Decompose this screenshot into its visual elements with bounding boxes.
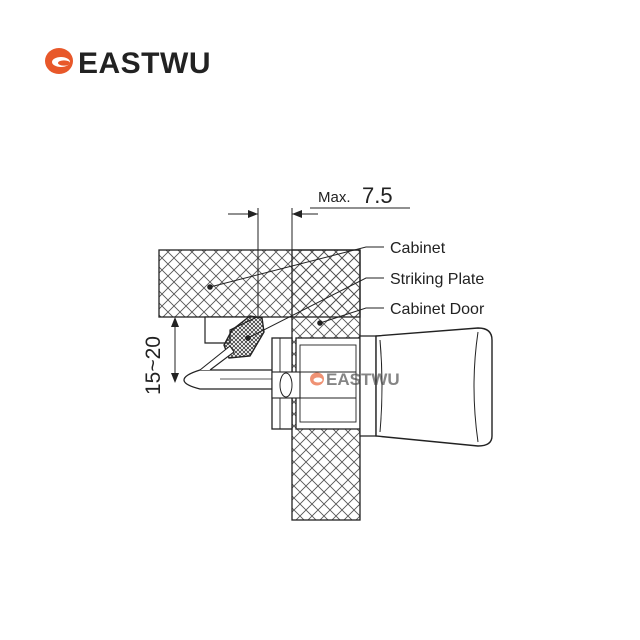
brand-name: EASTWU (78, 47, 211, 80)
cabinet-door-label: Cabinet Door (390, 301, 485, 318)
range-value: 15~20 (142, 336, 165, 395)
watermark: EASTWU (310, 370, 400, 389)
striking-plate (204, 315, 265, 359)
max-prefix: Max. (318, 189, 351, 206)
max-dimension: Max. 7.5 (228, 183, 410, 318)
latch-bolt (183, 345, 272, 390)
watermark-text: EASTWU (326, 370, 400, 389)
eastwu-logo-icon (45, 48, 73, 74)
leader-lines (207, 246, 384, 341)
range-dimension: 15~20 (142, 316, 205, 395)
cabinet-label: Cabinet (390, 240, 446, 257)
max-value: 7.5 (362, 183, 393, 208)
brand-logo: EASTWU (45, 47, 211, 80)
striking-plate-label: Striking Plate (390, 271, 484, 288)
lock-knob (359, 327, 493, 447)
lock-body (271, 337, 361, 430)
